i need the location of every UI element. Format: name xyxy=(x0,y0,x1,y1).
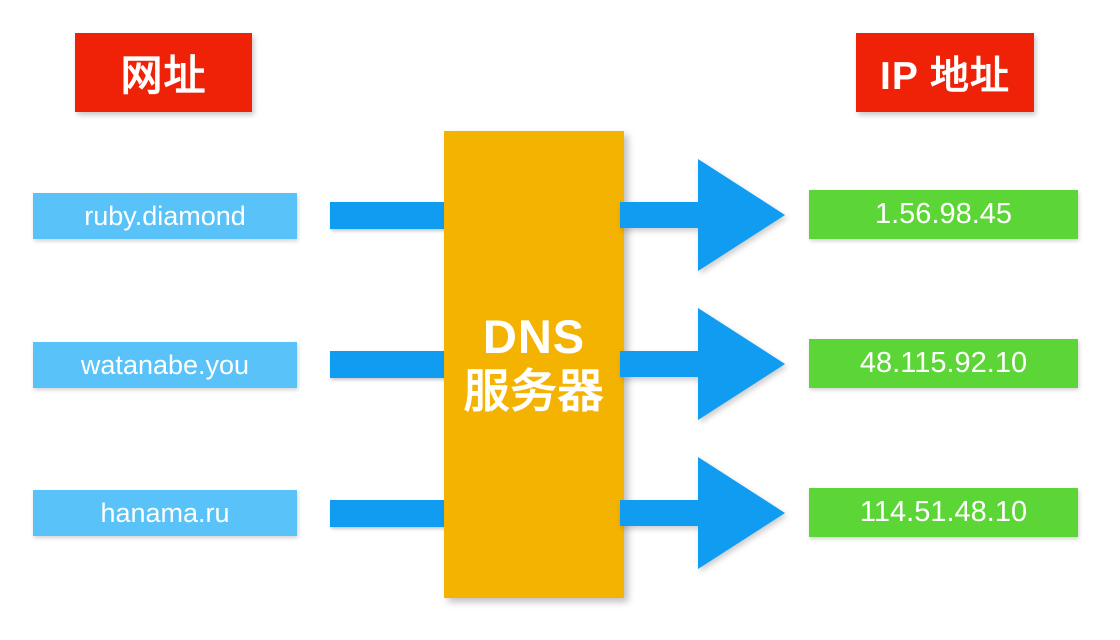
dns-server-label-line1: DNS xyxy=(482,309,586,363)
connector-bar-3 xyxy=(330,500,450,527)
header-badge-ip-address: IP 地址 xyxy=(856,33,1034,112)
connector-bar-1 xyxy=(330,202,450,229)
ip-box-1: 1.56.98.45 xyxy=(809,190,1078,239)
domain-box-1: ruby.diamond xyxy=(33,193,297,239)
header-badge-url: 网址 xyxy=(75,33,252,112)
ip-box-3: 114.51.48.10 xyxy=(809,488,1078,537)
connector-bar-2 xyxy=(330,351,450,378)
ip-box-2: 48.115.92.10 xyxy=(809,339,1078,388)
arrow-right-icon-3 xyxy=(620,457,785,569)
arrow-right-icon-2 xyxy=(620,308,785,420)
dns-server-block: DNS 服务器 xyxy=(444,131,624,598)
domain-box-3: hanama.ru xyxy=(33,490,297,536)
dns-server-label-line2: 服务器 xyxy=(463,364,605,417)
arrow-right-icon-1 xyxy=(620,159,785,271)
domain-box-2: watanabe.you xyxy=(33,342,297,388)
